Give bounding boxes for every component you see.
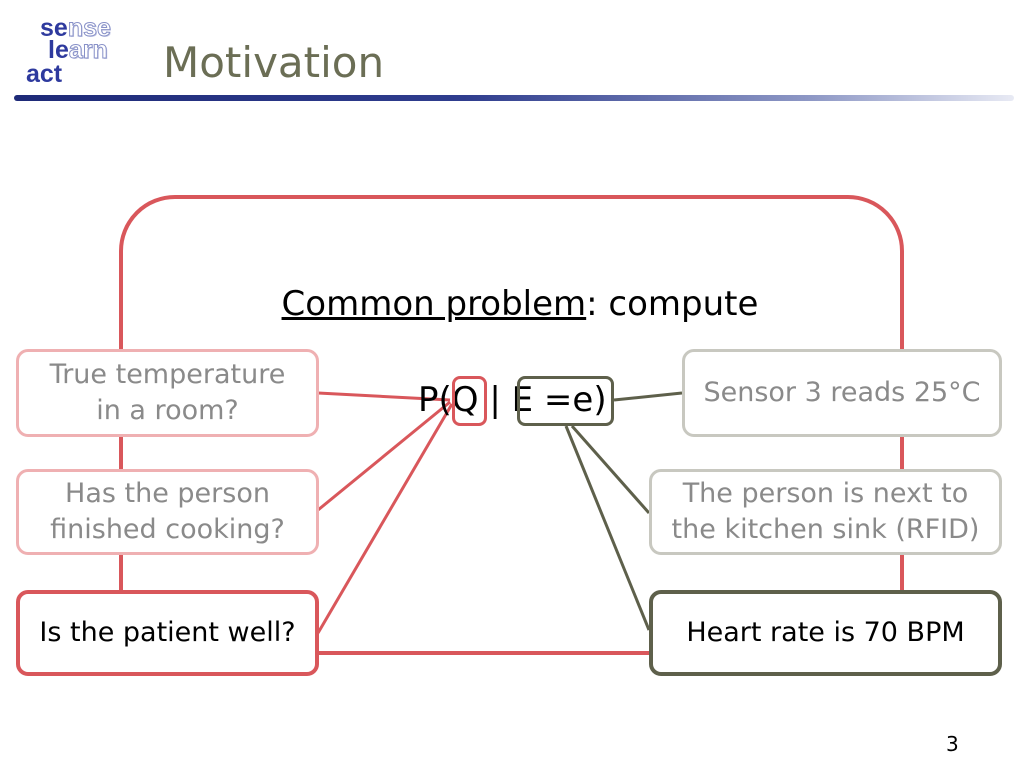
link-cooking-to-q: [317, 400, 451, 512]
evidence-box-line: the kitchen sink (RFID): [671, 514, 980, 545]
logo-row-learn: learn: [48, 36, 108, 64]
query-box-line: Is the patient well?: [39, 617, 296, 648]
query-box-cooking: Has the person finished cooking?: [16, 469, 319, 555]
evidence-box-sensor: Sensor 3 reads 25°C: [682, 349, 1002, 437]
query-box-patient: Is the patient well?: [16, 590, 319, 676]
formula-close: ): [593, 380, 607, 420]
common-problem-heading: Common problem: compute: [200, 282, 840, 326]
sense-learn-act-logo: sense learn act: [24, 14, 134, 90]
formula-evidence: E =e: [511, 380, 594, 420]
page-number: 3: [946, 732, 959, 756]
evidence-box-line: Heart rate is 70 BPM: [686, 617, 965, 648]
query-box-line: True temperature: [49, 359, 286, 390]
query-box-line: finished cooking?: [50, 514, 285, 545]
query-box-line: in a room?: [96, 395, 239, 426]
probability-formula: P(Q | E =e): [418, 378, 607, 422]
link-rfid-to-e: [570, 425, 651, 514]
evidence-box-line: The person is next to: [682, 478, 969, 509]
logo-row-sense: sense: [40, 14, 111, 42]
formula-bar: |: [478, 380, 512, 420]
evidence-box-line: Sensor 3 reads 25°C: [703, 377, 981, 408]
link-temperature-to-q: [317, 391, 451, 402]
link-patient-to-q: [316, 403, 454, 634]
formula-open: P(: [418, 380, 452, 420]
evidence-box-heartrate: Heart rate is 70 BPM: [649, 590, 1002, 676]
title-underline-rule: [14, 95, 1014, 101]
link-heartrate-to-e: [564, 425, 651, 631]
formula-query: Q: [451, 380, 479, 420]
query-box-temperature: True temperature in a room?: [16, 349, 319, 437]
query-variable-box: [452, 376, 487, 426]
heading-underlined: Common problem: [281, 284, 587, 324]
query-box-line: Has the person: [65, 478, 270, 509]
logo-row-act: act: [26, 60, 63, 88]
evidence-variable-box: [517, 376, 614, 426]
slide-title: Motivation: [163, 38, 385, 87]
link-sensor-to-e: [613, 391, 683, 402]
evidence-box-rfid: The person is next to the kitchen sink (R…: [649, 469, 1002, 555]
heading-rest: : compute: [586, 284, 759, 324]
